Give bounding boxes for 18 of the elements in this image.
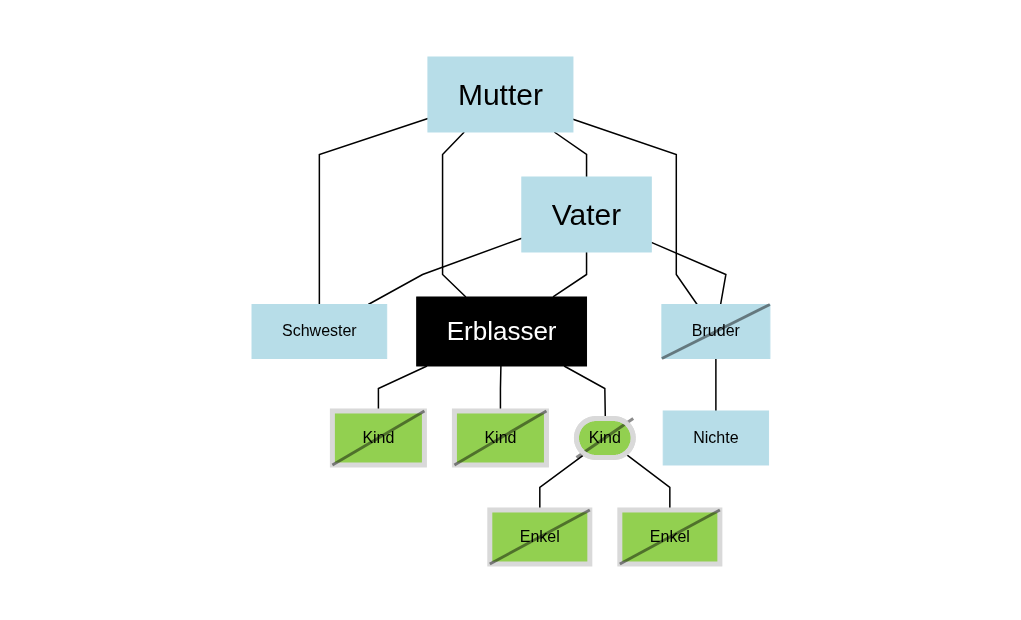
connector (318, 117, 429, 305)
node-label: Enkel (649, 527, 690, 545)
node-box: Erblasser (415, 296, 587, 366)
connector (551, 250, 587, 298)
connector (441, 130, 467, 298)
node-label: Kind (483, 428, 516, 446)
node-box: Vater (520, 176, 652, 252)
connector (553, 130, 587, 178)
connector (650, 241, 727, 305)
node-label: Kind (588, 428, 621, 446)
node-box: Mutter (426, 56, 573, 132)
node-label: Bruder (691, 321, 740, 339)
connector (571, 118, 698, 305)
node-label: Kind (361, 428, 394, 446)
node-label: Enkel (519, 527, 560, 545)
connector (714, 357, 717, 412)
node-box: Schwester (251, 303, 387, 359)
node-box: Nichte (662, 410, 769, 465)
